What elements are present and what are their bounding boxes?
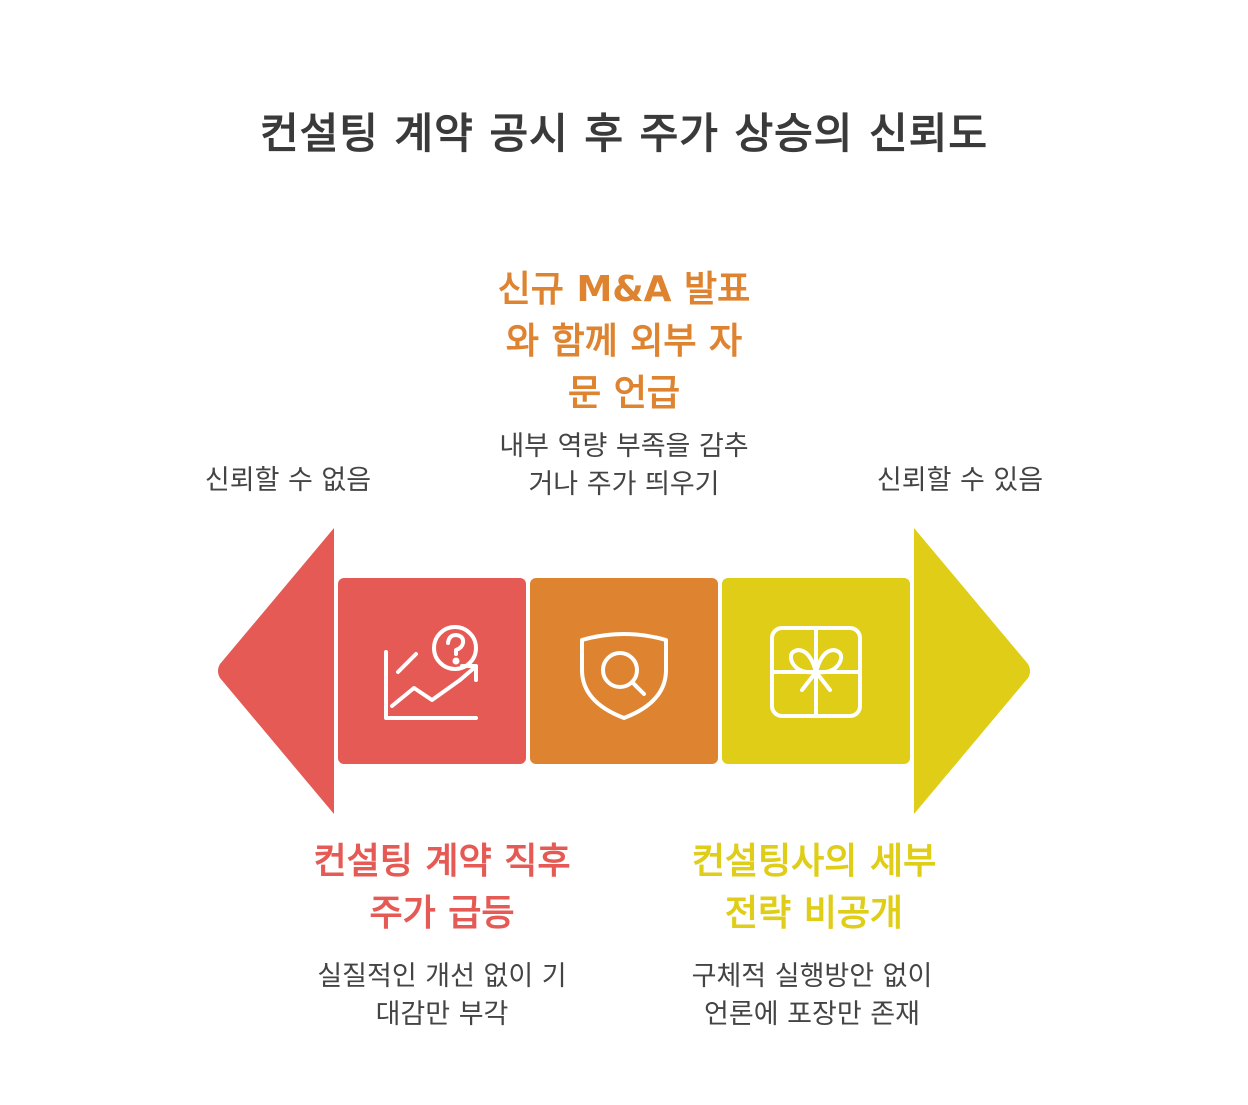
stage-2-desc-line-2: 거나 주가 띄우기	[528, 469, 720, 500]
gift-box-icon	[770, 626, 862, 718]
stage-2-heading-line-1: 신규 M&A 발표	[497, 269, 751, 310]
stage-2-heading-line-2: 와 함께 외부 자	[505, 321, 743, 362]
right-end-label: 신뢰할 수 있음	[876, 465, 1044, 496]
stage-3-desc-line-1: 구체적 실행방안 없이	[691, 961, 933, 992]
stage-3-heading-line-1: 컨설팅사의 세부	[691, 841, 937, 882]
stage-2-description: 내부 역량 부족을 감추 거나 주가 띄우기	[454, 428, 794, 504]
stage-1-desc-line-1: 실질적인 개선 없이 기	[317, 961, 567, 992]
stage-1-heading-line-1: 컨설팅 계약 직후	[313, 841, 571, 882]
stage-2-desc-line-1: 내부 역량 부족을 감추	[499, 431, 749, 462]
stage-3-heading: 컨설팅사의 세부 전략 비공개	[634, 836, 994, 940]
stage-2-heading-line-3: 문 언급	[568, 373, 680, 414]
left-end-label: 신뢰할 수 없음	[204, 465, 372, 496]
stage-1-description: 실질적인 개선 없이 기 대감만 부각	[272, 958, 612, 1034]
page-title: 컨설팅 계약 공시 후 주가 상승의 신뢰도	[260, 109, 988, 158]
chart-question-icon	[384, 625, 478, 720]
stage-2-block	[530, 578, 718, 764]
stage-1-heading-line-2: 주가 급등	[369, 893, 515, 934]
stage-1-block	[338, 578, 526, 764]
stage-1-desc-line-2: 대감만 부각	[375, 999, 509, 1030]
stage-3-desc-line-2: 언론에 포장만 존재	[704, 999, 920, 1030]
right-arrow-head	[914, 528, 1030, 814]
stage-1-heading: 컨설팅 계약 직후 주가 급등	[262, 836, 622, 940]
stage-3-description: 구체적 실행방안 없이 언론에 포장만 존재	[642, 958, 982, 1034]
stage-3-heading-line-2: 전략 비공개	[724, 893, 904, 934]
shield-search-icon	[580, 632, 668, 720]
left-arrow-head	[218, 528, 334, 814]
stage-2-heading: 신규 M&A 발표 와 함께 외부 자 문 언급	[474, 264, 774, 420]
